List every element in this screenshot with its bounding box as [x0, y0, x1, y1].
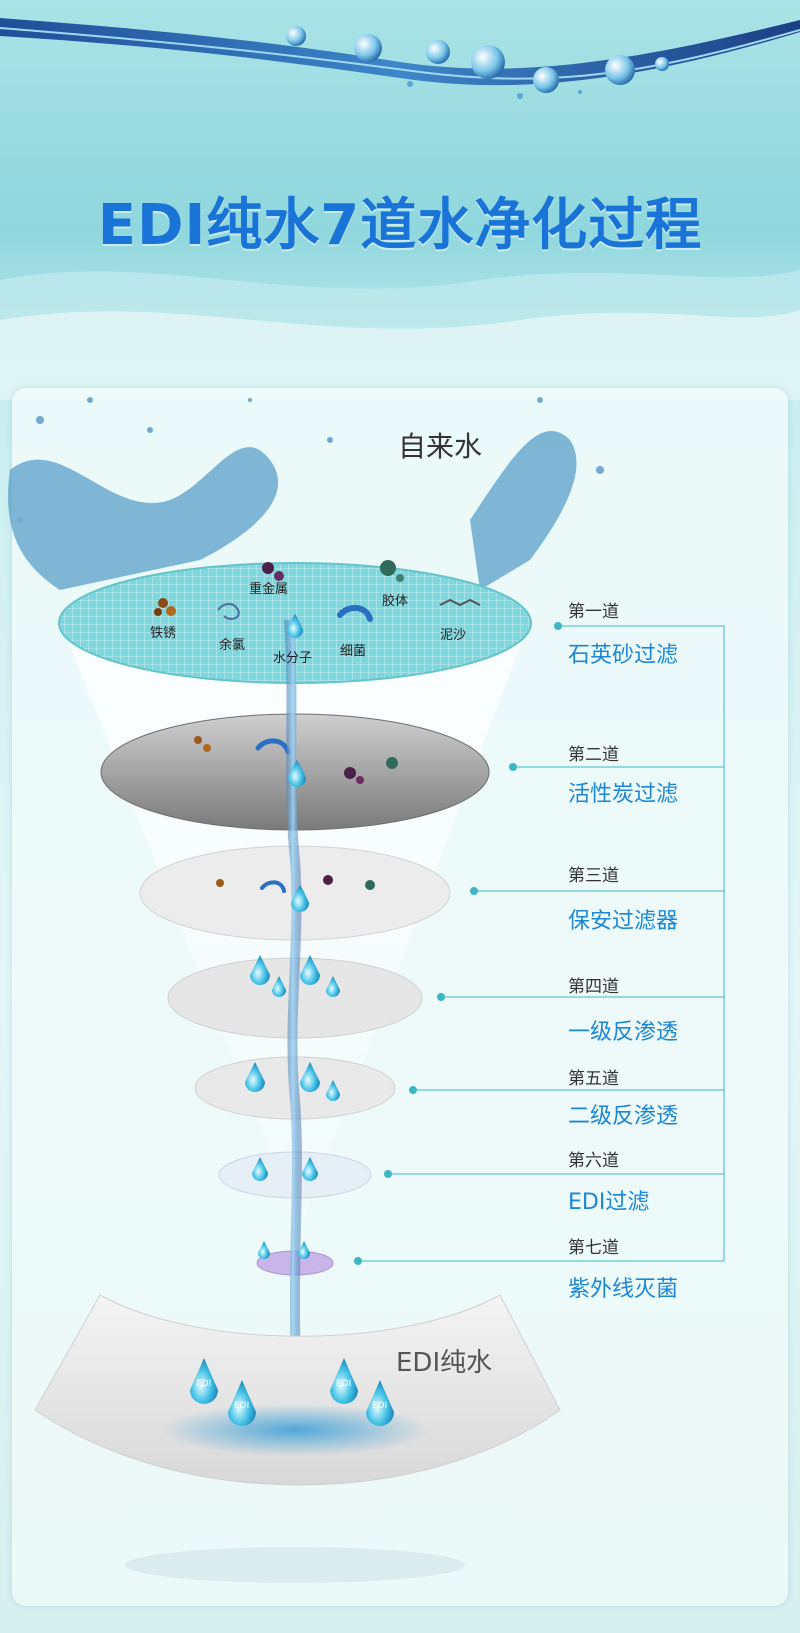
stage-3-name: 保安过滤器 — [568, 909, 679, 934]
stage-1-number: 第一道 — [568, 602, 619, 622]
edi-pure-water-label: EDI纯水 — [396, 1348, 493, 1378]
tap-water-label: 自来水 — [398, 430, 483, 463]
contaminant-bacteria: 细菌 — [340, 644, 367, 659]
water-splash — [8, 397, 604, 590]
contaminant-water-molecule: 水分子 — [273, 651, 313, 666]
stage-5-name: 二级反渗透 — [568, 1104, 679, 1129]
edi-drop-label: EDI — [372, 1401, 388, 1411]
stage-4-number: 第四道 — [568, 977, 619, 997]
water-droplets — [245, 614, 340, 1259]
connector-dots — [354, 622, 562, 1265]
page-title: EDI纯水7道水净化过程 — [97, 193, 703, 258]
contaminant-heavy-metal: 重金属 — [249, 582, 289, 597]
stage-6-name: EDI过滤 — [568, 1190, 650, 1215]
edi-drop-label: EDI — [196, 1379, 212, 1389]
edi-drop-label: EDI — [336, 1379, 352, 1389]
stage-2-name: 活性炭过滤 — [568, 782, 679, 807]
water-pool — [160, 1404, 430, 1456]
background-waves — [0, 270, 800, 400]
stage-7-name: 紫外线灭菌 — [568, 1277, 679, 1302]
stage-2-number: 第二道 — [568, 745, 619, 765]
water-stream — [284, 620, 302, 1390]
stage-5-number: 第五道 — [568, 1069, 619, 1089]
contaminant-rust: 铁锈 — [150, 626, 177, 641]
water-wave-banner — [0, 18, 800, 99]
stage-6-number: 第六道 — [568, 1151, 619, 1171]
contaminant-sand: 泥沙 — [440, 628, 467, 643]
edi-droplets — [190, 1358, 394, 1426]
stage-1-name: 石英砂过滤 — [568, 643, 679, 668]
contaminant-colloid: 胶体 — [382, 594, 409, 609]
edi-drop-label: EDI — [234, 1401, 250, 1411]
stage-7-number: 第七道 — [568, 1238, 619, 1258]
stage-4-name: 一级反渗透 — [568, 1020, 679, 1045]
contaminant-chlorine: 余氯 — [219, 638, 246, 653]
stage-connectors — [358, 625, 725, 1262]
stage-3-number: 第三道 — [568, 866, 619, 886]
